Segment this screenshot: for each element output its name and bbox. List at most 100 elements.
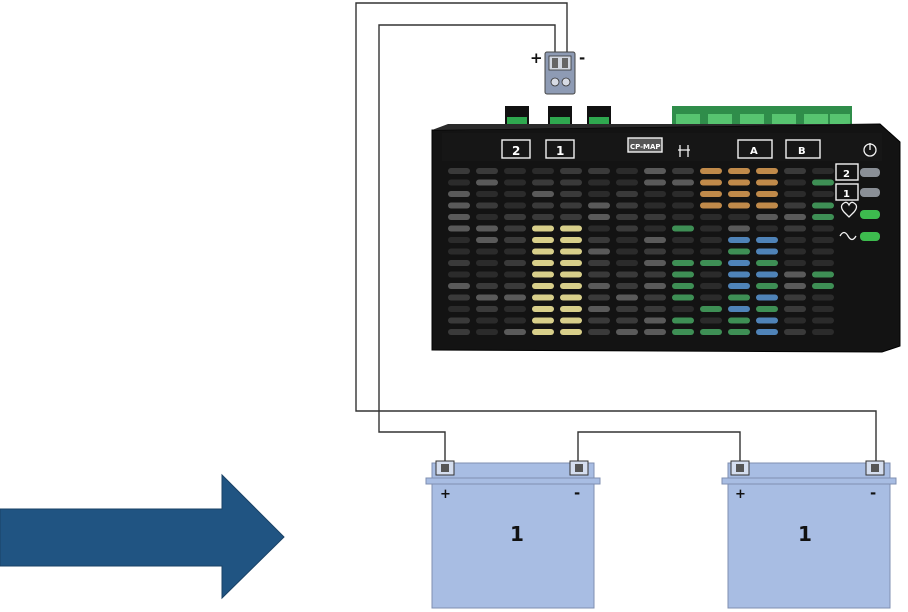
vent-slot bbox=[476, 214, 498, 220]
led-battery-2 bbox=[860, 168, 880, 177]
vent-slot bbox=[728, 202, 750, 209]
vent-slot bbox=[756, 237, 778, 243]
vent-slot bbox=[588, 191, 610, 197]
vent-slot bbox=[476, 283, 498, 289]
vent-slot bbox=[560, 191, 582, 197]
vent-slot bbox=[532, 294, 554, 301]
vent-slot bbox=[448, 306, 470, 312]
vent-slot bbox=[784, 237, 806, 243]
vent-slot bbox=[756, 179, 778, 186]
connector-minus-label: - bbox=[579, 49, 585, 67]
vent-slot bbox=[616, 237, 638, 243]
vent-slot bbox=[532, 168, 554, 174]
vent-slot bbox=[700, 225, 722, 232]
vent-slot bbox=[784, 329, 806, 335]
vent-slot bbox=[448, 260, 470, 266]
vent-slot bbox=[672, 271, 694, 278]
vent-slot bbox=[644, 225, 666, 232]
power-supply-unit: 2 1 CP-MAP A B 2 1 bbox=[431, 106, 901, 353]
vent-slot bbox=[700, 271, 722, 278]
vent-slot bbox=[728, 294, 750, 301]
vent-slot bbox=[644, 202, 666, 209]
vent-slot bbox=[728, 237, 750, 243]
vent-slot bbox=[784, 214, 806, 220]
vent-slot bbox=[616, 329, 638, 335]
vent-slot bbox=[700, 179, 722, 186]
vent-slot bbox=[588, 237, 610, 243]
vent-slot bbox=[532, 225, 554, 232]
vent-slot bbox=[812, 329, 834, 335]
vent-slot bbox=[672, 260, 694, 266]
vent-slot bbox=[728, 317, 750, 324]
vent-slot bbox=[560, 225, 582, 232]
vent-slot bbox=[672, 237, 694, 243]
vent-slot bbox=[784, 306, 806, 312]
vent-slot bbox=[560, 317, 582, 324]
vent-slot bbox=[616, 306, 638, 312]
vent-slot bbox=[476, 225, 498, 232]
vent-slot bbox=[532, 329, 554, 335]
vent-slot bbox=[700, 294, 722, 301]
vent-slot bbox=[812, 260, 834, 266]
vent-slot bbox=[588, 179, 610, 186]
vent-slot bbox=[504, 317, 526, 324]
vent-slot bbox=[588, 168, 610, 174]
vent-slot bbox=[448, 168, 470, 174]
vent-slot bbox=[448, 202, 470, 209]
vent-slot bbox=[700, 260, 722, 266]
vent-slot bbox=[672, 168, 694, 174]
vent-slot bbox=[448, 214, 470, 220]
led-mains bbox=[860, 232, 880, 241]
vent-slot bbox=[476, 248, 498, 255]
vent-slot bbox=[476, 179, 498, 186]
vent-slot bbox=[756, 168, 778, 174]
battery-left: + - 1 bbox=[425, 460, 601, 609]
vent-slot bbox=[532, 306, 554, 312]
vent-slot bbox=[588, 271, 610, 278]
vent-slot bbox=[644, 317, 666, 324]
vent-slot bbox=[812, 294, 834, 301]
vent-slot bbox=[728, 283, 750, 289]
vent-slot bbox=[560, 237, 582, 243]
vent-slot bbox=[532, 283, 554, 289]
led-battery-1 bbox=[860, 188, 880, 197]
vent-slot bbox=[700, 317, 722, 324]
battery-left-plus: + bbox=[440, 487, 451, 502]
vent-slot bbox=[672, 294, 694, 301]
vent-slot bbox=[700, 202, 722, 209]
vent-slot bbox=[756, 329, 778, 335]
vent-slot bbox=[588, 225, 610, 232]
vent-slot bbox=[560, 179, 582, 186]
vent-slot bbox=[448, 329, 470, 335]
vent-slot bbox=[616, 294, 638, 301]
unit-cp-label: CP-MAP bbox=[630, 143, 661, 151]
vent-slot bbox=[812, 306, 834, 312]
vent-slot bbox=[504, 294, 526, 301]
vent-slot bbox=[756, 294, 778, 301]
vent-slot bbox=[644, 294, 666, 301]
vent-slot bbox=[448, 317, 470, 324]
vent-slot bbox=[728, 191, 750, 197]
vent-slot bbox=[504, 283, 526, 289]
connector-plus-label: + bbox=[530, 49, 543, 67]
vent-slot bbox=[672, 179, 694, 186]
vent-slot bbox=[616, 225, 638, 232]
vent-slot bbox=[644, 260, 666, 266]
vent-slot bbox=[588, 317, 610, 324]
vent-slot bbox=[532, 317, 554, 324]
vent-slot bbox=[644, 214, 666, 220]
unit-side-battery-2-label: 2 bbox=[843, 169, 850, 180]
vent-slot bbox=[588, 329, 610, 335]
vent-slot bbox=[728, 214, 750, 220]
battery-right-plus: + bbox=[735, 487, 746, 502]
vent-slot bbox=[784, 225, 806, 232]
vent-slot bbox=[644, 168, 666, 174]
vent-slot bbox=[616, 179, 638, 186]
vent-slot bbox=[812, 248, 834, 255]
vent-slot bbox=[588, 214, 610, 220]
vent-slot bbox=[560, 214, 582, 220]
vent-slot bbox=[532, 179, 554, 186]
vent-slot bbox=[812, 214, 834, 220]
vent-slot bbox=[728, 168, 750, 174]
vent-slot bbox=[784, 271, 806, 278]
